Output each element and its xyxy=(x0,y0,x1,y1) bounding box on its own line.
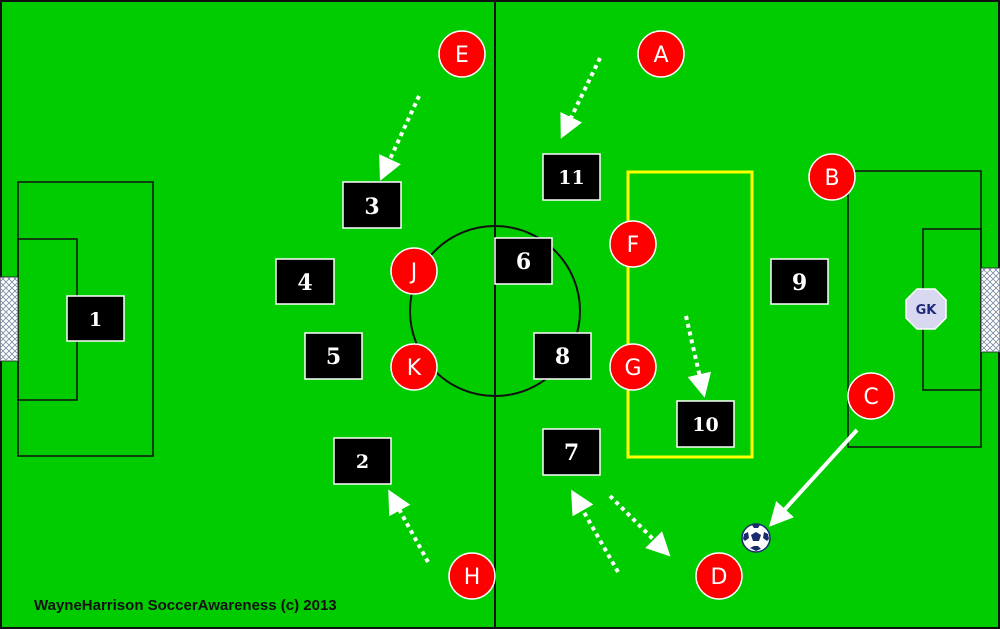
opponent-k: K xyxy=(390,343,438,391)
svg-text:B: B xyxy=(824,166,839,191)
team-5: 5 xyxy=(304,332,363,380)
team-3: 3 xyxy=(342,181,402,229)
team-9: 9 xyxy=(770,258,829,305)
svg-text:9: 9 xyxy=(792,270,807,296)
svg-text:A: A xyxy=(653,43,668,68)
team-1: 1 xyxy=(66,295,125,342)
team-2: 2 xyxy=(333,437,392,485)
team-8: 8 xyxy=(533,332,592,380)
left-goal-net-mesh xyxy=(0,277,18,361)
goalkeeper: GK xyxy=(905,288,947,330)
svg-text:C: C xyxy=(863,385,878,410)
movement-arrows xyxy=(379,57,712,573)
svg-text:GK: GK xyxy=(916,303,938,318)
opponent-j: J xyxy=(390,247,438,295)
svg-text:H: H xyxy=(464,565,481,590)
svg-text:J: J xyxy=(409,260,418,285)
svg-text:5: 5 xyxy=(326,344,341,370)
opponent-f: F xyxy=(609,220,657,268)
arrow-h-to-2 xyxy=(388,489,430,563)
svg-text:2: 2 xyxy=(356,451,369,473)
right-goal-net-mesh xyxy=(981,268,1000,352)
team-10: 10 xyxy=(676,400,735,448)
arrow-10-run xyxy=(684,315,712,398)
svg-text:E: E xyxy=(455,43,469,68)
svg-text:6: 6 xyxy=(516,249,531,275)
team-4: 4 xyxy=(275,258,335,305)
credit-text: WayneHarrison SoccerAwareness (c) 2013 xyxy=(34,597,337,614)
opponent-d: D xyxy=(695,552,743,600)
svg-text:11: 11 xyxy=(558,167,584,189)
center-circle xyxy=(409,225,581,397)
svg-text:4: 4 xyxy=(297,270,312,296)
opponent-b: B xyxy=(808,153,856,201)
svg-text:K: K xyxy=(407,356,422,381)
svg-text:D: D xyxy=(711,565,728,590)
soccer-ball-icon xyxy=(741,523,771,553)
team-7: 7 xyxy=(542,428,601,476)
arrow-to-7 xyxy=(571,489,620,573)
svg-text:7: 7 xyxy=(564,440,579,466)
opponent-a: A xyxy=(637,30,685,78)
arrow-a-to-11 xyxy=(560,57,602,139)
arrow-e-to-3 xyxy=(379,95,421,181)
pass-arrow-c-to-ball xyxy=(768,428,859,527)
svg-text:F: F xyxy=(627,233,640,258)
svg-text:10: 10 xyxy=(692,414,718,436)
svg-text:8: 8 xyxy=(555,344,570,370)
opponent-e: E xyxy=(438,30,486,78)
opponent-g: G xyxy=(609,343,657,391)
opponent-h: H xyxy=(448,552,496,600)
svg-text:1: 1 xyxy=(89,309,102,331)
opponent-c: C xyxy=(847,372,895,420)
svg-text:3: 3 xyxy=(364,194,379,220)
highlight-zone xyxy=(626,170,754,459)
team-11: 11 xyxy=(542,153,601,201)
svg-text:G: G xyxy=(624,356,641,381)
team-6: 6 xyxy=(494,237,553,285)
